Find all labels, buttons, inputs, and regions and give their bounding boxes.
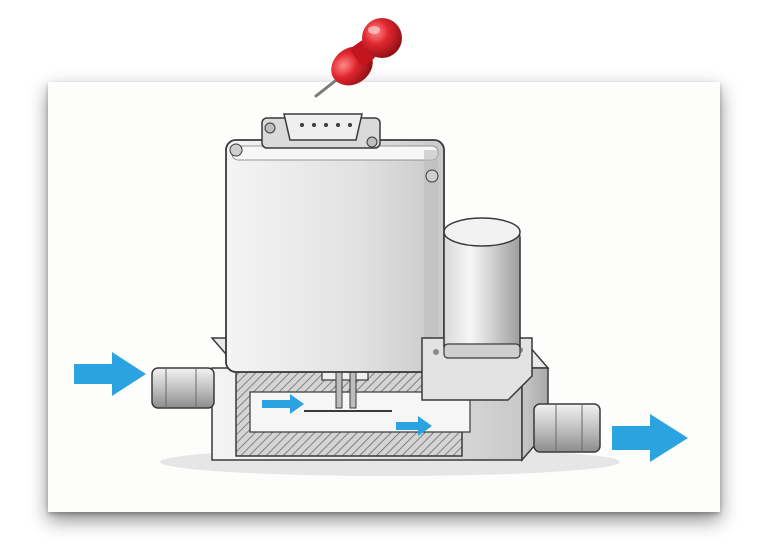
- connector-pin: [348, 123, 352, 127]
- connector-pin: [312, 123, 316, 127]
- housing-corner-cap: [229, 143, 243, 157]
- push-pin: [314, 18, 402, 98]
- connector-pin: [324, 123, 328, 127]
- housing-corner-cap: [425, 169, 439, 183]
- solenoid-collar: [443, 343, 521, 359]
- connector-screw: [264, 122, 276, 134]
- internal-flow-arrow-left: [262, 394, 304, 414]
- outlet-flow-arrow: [612, 414, 688, 462]
- inlet-flow-arrow: [74, 352, 146, 396]
- inlet-fitting: [151, 367, 215, 409]
- valve-solenoid: [443, 229, 521, 355]
- outlet-fitting: [533, 403, 601, 453]
- pin-head: [362, 18, 402, 58]
- connector-pin: [300, 123, 304, 127]
- internal-flow-arrow-right: [396, 416, 432, 436]
- connector-screw: [366, 136, 378, 148]
- pin-highlight: [368, 26, 380, 34]
- housing-side-shade: [424, 150, 438, 366]
- sensor-tube-left: [335, 367, 343, 409]
- connector-pin: [336, 123, 340, 127]
- pedestal-bolt: [433, 349, 439, 355]
- d-sub-connector: [283, 113, 363, 141]
- sensor-tube-right: [349, 367, 357, 409]
- solenoid-top: [443, 217, 521, 247]
- electronics-housing: [225, 139, 445, 373]
